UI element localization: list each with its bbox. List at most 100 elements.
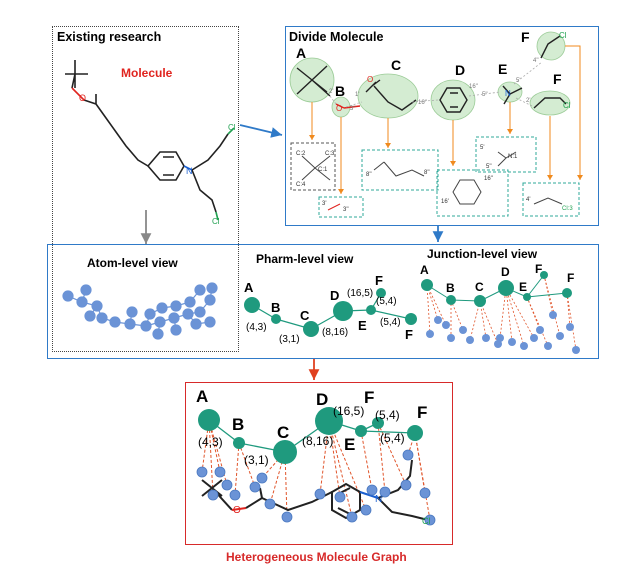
existing-research-title: Existing research [57,30,162,44]
pharm-edge-2: (8,16) [322,327,348,338]
hetero-graph-title: Heterogeneous Molecule Graph [226,550,407,564]
hetero-node-a [198,409,220,431]
existing-molecule [65,60,235,221]
junction-label-f1: F [535,262,542,276]
idx-5: 5'' [482,92,488,98]
pharm-edge-0: (4,3) [246,322,267,333]
pharm-label-b: B [271,300,280,315]
fragment-box-drawings [301,151,563,211]
junction-view-title: Junction-level view [427,247,538,261]
molecule-label: Molecule [121,66,173,80]
fb-3pp: 3'' [343,207,349,213]
idx-3: 16'' [418,100,427,106]
fragment-connectors [329,61,543,108]
pharm-label-a: A [244,280,254,295]
existing-chlorine-2: Cl [212,217,220,226]
frag-label-f2: F [553,71,562,87]
idx-1: 3'' [350,106,356,112]
divide-molecule-title: Divide Molecule [289,30,384,44]
atom-view-title: Atom-level view [87,256,178,270]
hetero-edge-labels: (4,3) (3,1) (8,16) (16,5) (5,4) (5,4) [198,404,405,467]
fb-3p: 3' [322,201,326,207]
hetero-label-f1: F [364,388,374,407]
fe-5b: 5'' [486,164,492,170]
hetero-nitrogen: N [375,494,382,505]
arrow-to-divide [239,124,283,138]
hetero-oxygen: O [233,505,241,516]
hetero-edge-5: (5,4) [380,431,405,445]
ff-cl3: Cl:3 [562,206,573,212]
hetero-label-b: B [232,415,244,434]
pharm-edge-5: (5,4) [380,317,401,328]
hetero-node-c [273,440,297,464]
views-box [47,244,599,359]
fe-5a: 5' [480,145,484,151]
frag-oxygen: O [336,104,342,113]
hetero-node-b [233,437,245,449]
pharm-label-c: C [300,308,310,323]
junction-label-e: E [519,280,527,294]
pharm-label-f1: F [375,273,383,288]
frag-label-b: B [335,83,345,99]
hetero-label-d: D [316,390,328,409]
pharm-node-a [244,297,260,313]
hetero-node-f1 [372,417,384,429]
fragment-boxes [290,136,580,218]
hetero-label-a: A [196,387,208,406]
pharm-nodes [244,288,417,337]
pharm-view-title: Pharm-level view [256,252,354,266]
existing-oxygen: O [79,93,86,103]
junction-label-f2: F [567,271,574,285]
pharm-label-f2: F [405,327,413,342]
junction-label-c: C [475,280,484,294]
fc-8a: 8'' [366,172,372,178]
fragment-molecule-lines [296,35,567,113]
pharm-edge-4: (5,4) [376,296,397,307]
junction-nodes [421,271,572,307]
frag-nitrogen: N [505,89,511,98]
junction-label-a: A [420,263,429,277]
frag-label-c: C [391,57,401,73]
hetero-label-e: E [344,435,355,454]
idx-8: 2' [526,98,530,104]
hetero-label-f2: F [417,403,427,422]
hetero-node-d [315,407,343,435]
hetero-node-f2 [407,425,423,441]
pharm-node-b [271,314,281,324]
fc-8b: 8'' [424,170,430,176]
hetero-atoms [196,449,436,526]
hetero-edge-3: (16,5) [333,404,364,418]
pharm-node-f1 [376,288,386,298]
fa-c3: C:3 [325,151,335,157]
hetero-edge-2: (8,16) [302,434,333,448]
divide-molecule-box [285,26,599,226]
frag-chlorine-1: Cl [559,31,567,40]
pharm-label-e: E [358,318,367,333]
existing-nitrogen: N [186,166,193,176]
hetero-edge-0: (4,3) [198,435,223,449]
pharm-edge-3: (16,5) [347,288,373,299]
atom-level-graph [62,282,218,340]
junction-label-b: B [446,281,455,295]
hetero-nodes [198,407,423,464]
frag-label-f1: F [521,29,530,45]
fd-16a: 16'' [484,176,493,182]
fa-c2: C:2 [296,151,306,157]
pharm-edge-labels: (4,3) (3,1) (8,16) (16,5) (5,4) (5,4) [246,288,401,345]
pharm-node-d [333,301,353,321]
idx-0: 2' [329,89,333,95]
fragment-arrows [309,45,583,194]
junction-node-labels: A B C D E F F [420,262,574,295]
junction-label-d: D [501,265,510,279]
frag-label-d: D [455,62,465,78]
pharm-node-f2 [405,313,417,325]
fragment-box-labels: C:2 C:3 C:1 C:4 3' 3'' 8'' 8'' 16'' 16' … [296,145,573,213]
hetero-node-e [355,425,367,437]
hetero-chlorine: Cl [422,516,431,526]
frag-label-a: A [296,45,306,61]
ff-4: 4' [526,197,530,203]
pharm-node-labels: A B C D E F F [244,273,413,342]
frag-label-e: E [498,61,507,77]
fa-c4: C:4 [296,182,306,188]
